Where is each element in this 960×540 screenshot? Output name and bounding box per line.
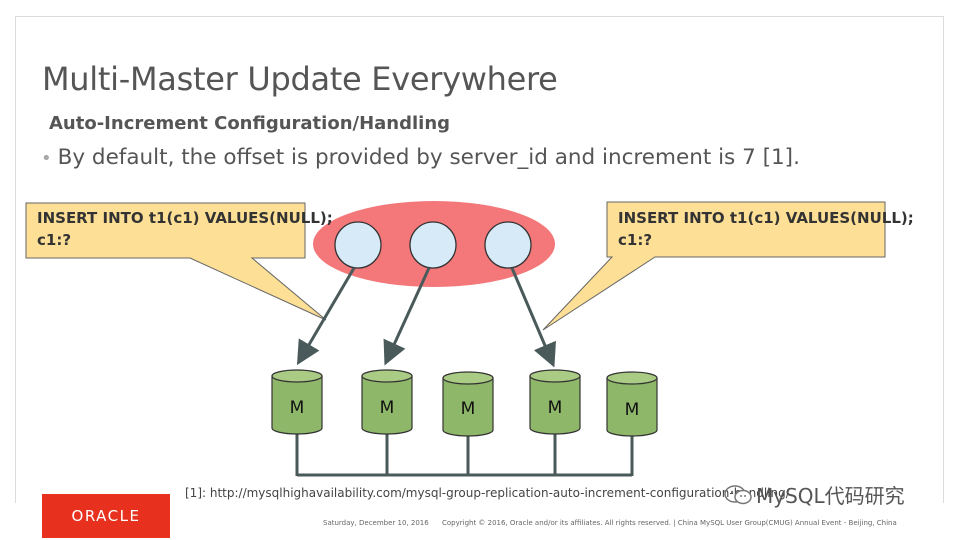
watermark-text: MySQL代码研究 — [756, 484, 905, 508]
database-label: M — [461, 399, 476, 419]
bullet-text: By default, the offset is provided by se… — [57, 145, 800, 170]
database-cylinder: M — [606, 371, 658, 437]
group-member-node — [484, 221, 532, 269]
callout-left — [25, 202, 327, 321]
footer-copyright: Copyright © 2016, Oracle and/or its affi… — [442, 519, 897, 527]
database-cylinder: M — [442, 371, 494, 437]
callout-left-line1: INSERT INTO t1(c1) VALUES(NULL); — [37, 209, 333, 227]
database-label: M — [548, 398, 563, 418]
callout-right-line1: INSERT INTO t1(c1) VALUES(NULL); — [618, 209, 914, 227]
arrow-line — [383, 267, 431, 366]
group-member-node — [409, 221, 457, 269]
group-member-node — [334, 221, 382, 269]
oracle-logo-text: ORACLE — [71, 507, 141, 525]
database-label: M — [290, 398, 305, 418]
slide-frame — [15, 16, 944, 503]
database-label: M — [380, 398, 395, 418]
watermark: MySQL代码研究 — [724, 480, 905, 509]
callout-left-line2: c1:? — [37, 231, 72, 249]
slide-title: Multi-Master Update Everywhere — [42, 60, 558, 98]
callout-right — [542, 201, 886, 331]
oracle-logo: ORACLE — [42, 494, 170, 538]
footnote-link[interactable]: [1]: http://mysqlhighavailability.com/my… — [185, 486, 790, 500]
database-cylinder: M — [361, 369, 413, 435]
bullet-dot-icon: • — [41, 148, 52, 169]
database-cylinder: M — [529, 369, 581, 435]
arrow-line — [510, 267, 556, 368]
database-label: M — [625, 400, 640, 420]
database-cylinder: M — [271, 369, 323, 435]
callout-right-line2: c1:? — [618, 231, 653, 249]
bullet-point: •By default, the offset is provided by s… — [41, 145, 800, 170]
wechat-icon — [724, 484, 752, 504]
callout-left-text: INSERT INTO t1(c1) VALUES(NULL); c1:? — [37, 207, 333, 251]
footer-date: Saturday, December 10, 2016 — [323, 519, 429, 527]
callout-right-text: INSERT INTO t1(c1) VALUES(NULL); c1:? — [618, 207, 914, 251]
slide-subtitle: Auto-Increment Configuration/Handling — [49, 113, 451, 134]
arrow-line — [296, 267, 356, 366]
